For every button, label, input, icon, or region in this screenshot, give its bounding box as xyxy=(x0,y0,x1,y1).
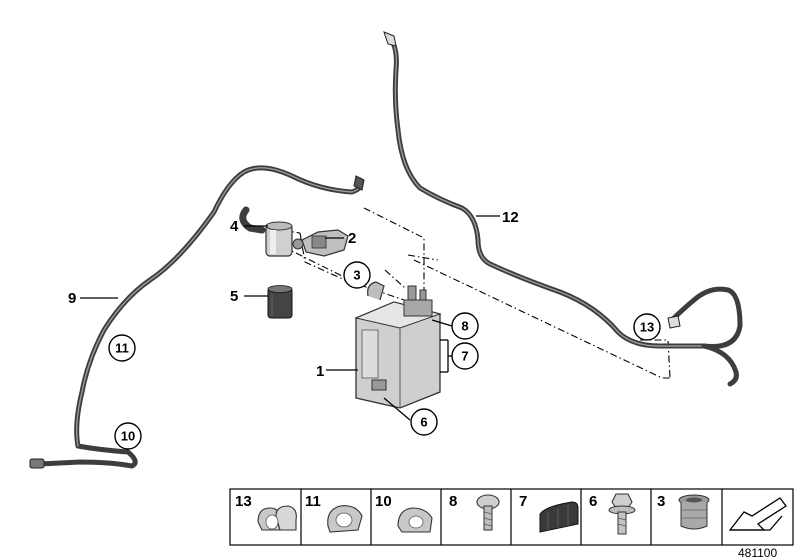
fuel-vent-line-9 xyxy=(29,165,365,469)
hex-bolt-washer-icon xyxy=(608,493,636,535)
hose-clip-double-icon xyxy=(257,505,297,531)
svg-text:6: 6 xyxy=(589,493,597,510)
rubber-strip-icon xyxy=(539,501,579,533)
circle-callout-11: 11 xyxy=(108,334,136,362)
canister-part-1 xyxy=(354,281,442,409)
parts-legend: 13 11 10 8 xyxy=(229,488,794,546)
circle-callout-3: 3 xyxy=(343,261,371,289)
callout-1: 1 xyxy=(316,363,324,380)
legend-cell-6: 6 xyxy=(589,493,636,535)
svg-text:3: 3 xyxy=(657,493,665,510)
circle-callout-6: 6 xyxy=(410,408,438,436)
svg-text:13: 13 xyxy=(235,493,252,510)
hose-clip-open-icon xyxy=(327,505,363,533)
callout-4: 4 xyxy=(230,218,239,235)
svg-text:10: 10 xyxy=(375,493,392,510)
legend-cell-arrow xyxy=(728,497,787,531)
svg-text:10: 10 xyxy=(121,429,135,444)
filter-part-5 xyxy=(267,285,293,319)
direction-arrow-icon xyxy=(728,497,787,531)
circle-callout-10: 10 xyxy=(114,422,142,450)
legend-cell-3: 3 xyxy=(657,493,710,530)
callout-12: 12 xyxy=(502,209,519,226)
rubber-grommet-icon xyxy=(678,494,710,530)
circle-callout-7: 7 xyxy=(451,342,479,370)
torx-screw-icon xyxy=(476,494,500,531)
callout-5: 5 xyxy=(230,288,238,305)
svg-text:11: 11 xyxy=(305,493,321,510)
callout-9: 9 xyxy=(68,290,76,307)
connector-part-2 xyxy=(292,229,349,257)
svg-text:13: 13 xyxy=(640,320,654,335)
legend-cell-7: 7 xyxy=(519,493,579,533)
legend-cell-10: 10 xyxy=(375,493,433,533)
valve-part-4 xyxy=(239,206,293,257)
svg-text:8: 8 xyxy=(449,493,457,510)
svg-text:7: 7 xyxy=(519,493,527,510)
svg-text:3: 3 xyxy=(353,268,360,283)
fuel-vent-line-12 xyxy=(383,31,743,387)
callout-2: 2 xyxy=(348,230,356,247)
legend-cell-8: 8 xyxy=(449,493,500,531)
legend-cell-13: 13 xyxy=(235,493,297,531)
reference-number: 481100 xyxy=(738,546,777,560)
circle-callout-13: 13 xyxy=(633,313,661,341)
svg-text:6: 6 xyxy=(420,415,427,430)
circle-callout-8: 8 xyxy=(451,312,479,340)
svg-text:8: 8 xyxy=(461,319,468,334)
svg-text:7: 7 xyxy=(461,349,468,364)
hose-clip-small-icon xyxy=(397,507,433,533)
leader-lines xyxy=(80,215,500,421)
legend-cell-11: 11 xyxy=(305,493,363,533)
svg-text:11: 11 xyxy=(115,341,129,356)
